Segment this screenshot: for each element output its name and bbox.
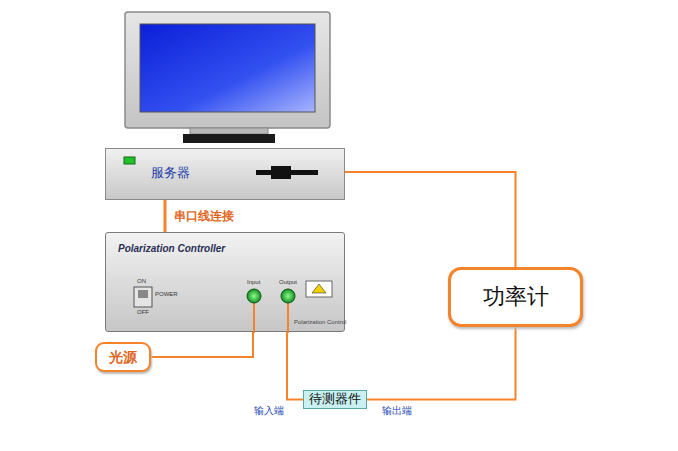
node-text: Output: [279, 279, 297, 286]
port-label: 输入端: [253, 404, 285, 418]
laser-warning-label: [306, 281, 332, 297]
monitor-base: [183, 134, 275, 143]
fiber-connector: [164, 200, 167, 232]
fiber-port: [281, 289, 295, 303]
node-text: OFF: [137, 309, 149, 316]
power-switch: [134, 287, 152, 307]
controller-box: Polarization ControllerON POWER OFF Input Ou…: [105, 232, 345, 332]
monitor-screen: [140, 24, 315, 112]
node-text: POWER: [155, 291, 178, 298]
status-led: [124, 157, 135, 164]
fiber-connector: [151, 332, 253, 357]
light-source-box: 光源: [95, 342, 151, 372]
node-text: 功率计: [483, 284, 549, 309]
node-text: 服务器: [151, 166, 190, 181]
fiber-connector: [345, 172, 516, 267]
switch-rocker: [138, 290, 148, 298]
input-fiber-stub: [253, 303, 255, 333]
node-text: 光源: [109, 349, 137, 365]
fiber-port: [247, 289, 261, 303]
node-text: Polarization Controller: [118, 243, 225, 255]
server-decoration: [106, 149, 346, 201]
fiber-connector: [287, 332, 303, 399]
node-text: Input: [247, 279, 260, 286]
node-text: 待测器件: [309, 392, 361, 407]
node-text: ON: [137, 278, 146, 285]
power-meter-box: 功率计: [448, 267, 583, 327]
warning-triangle: [312, 284, 326, 293]
edge-label: 串口线连接: [173, 208, 235, 225]
output-fiber-stub: [287, 303, 289, 333]
node-text: Polarization Control: [294, 319, 346, 326]
fiber-connector: [367, 327, 516, 399]
port-label: 输出端: [381, 404, 413, 418]
drive-bay: [271, 166, 291, 179]
monitor-neck: [190, 128, 268, 134]
device-under-test-box: 待测器件: [303, 390, 367, 409]
monitor-frame: [125, 12, 330, 128]
server-box: 服务器: [105, 148, 345, 200]
